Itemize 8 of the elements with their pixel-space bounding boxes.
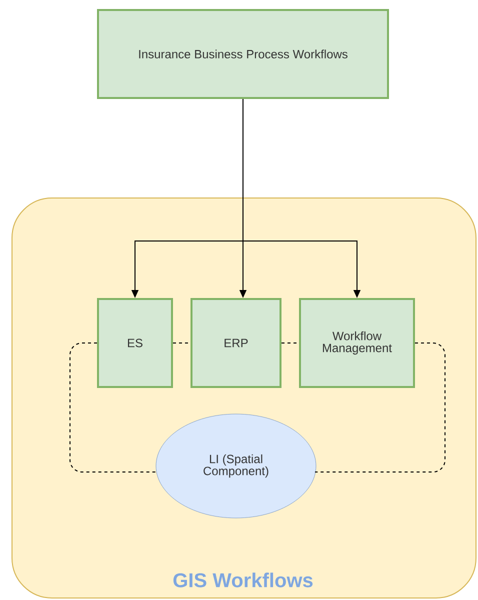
process-box: Workflow Management: [299, 298, 415, 388]
connector: [70, 342, 158, 472]
process-box: Insurance Business Process Workflows: [97, 9, 389, 99]
connector: [314, 342, 446, 472]
process-box: ES: [97, 298, 173, 388]
connector: [281, 342, 300, 344]
process-box: ERP: [190, 298, 282, 388]
connector: [172, 342, 191, 344]
